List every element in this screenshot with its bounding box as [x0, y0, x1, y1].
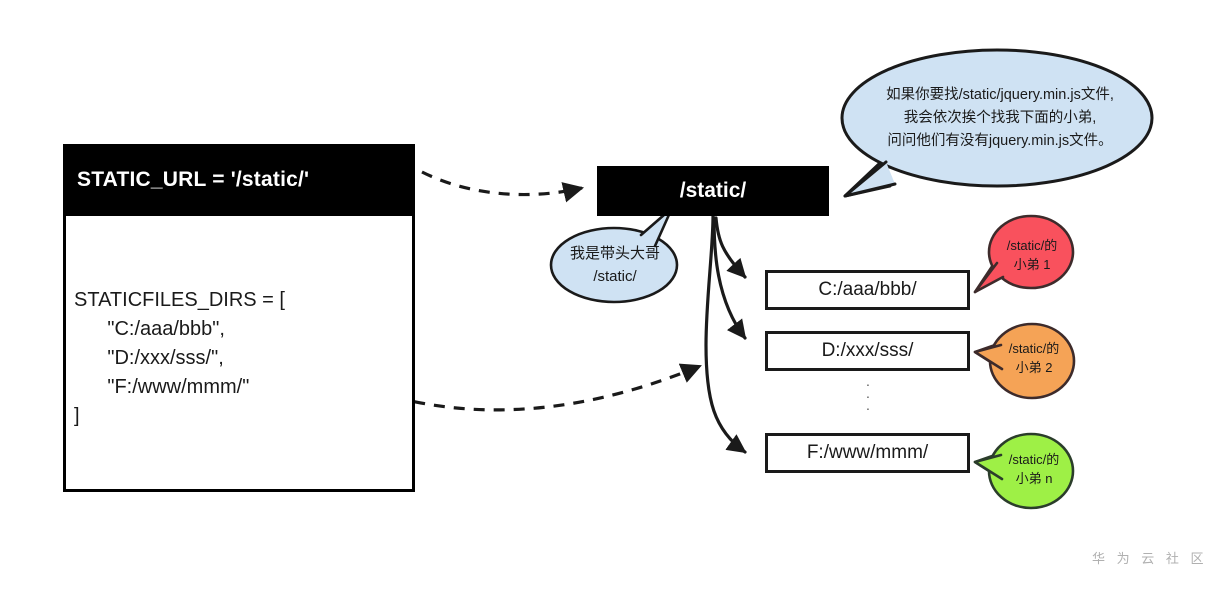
bubble-main-shape — [840, 48, 1154, 198]
static-node: /static/ — [597, 166, 829, 216]
path-box-f: F:/www/mmm/ — [765, 433, 970, 473]
static-url-label: STATIC_URL = '/static/' — [77, 168, 310, 191]
static-url-header: STATIC_URL = '/static/' — [63, 144, 415, 216]
path-box-c: C:/aaa/bbb/ — [765, 270, 970, 310]
path-box-label: C:/aaa/bbb/ — [818, 279, 917, 300]
path-box-d: D:/xxx/sss/ — [765, 331, 970, 371]
bubble-minion-2-shape — [973, 322, 1076, 400]
static-node-label: /static/ — [679, 179, 747, 202]
ellipsis-dot: · — [865, 376, 871, 392]
watermark: 华 为 云 社 区 — [1092, 551, 1206, 566]
connector-fanout — [704, 214, 747, 454]
bubble-boss-shape — [549, 206, 679, 304]
ellipsis-dot: · — [865, 400, 871, 416]
connector-static-url-dashed — [421, 170, 585, 203]
ellipsis-dot: · — [865, 388, 871, 404]
vertical-ellipsis: · · · — [858, 376, 878, 416]
staticfiles-dirs-code: STATICFILES_DIRS = [ "C:/aaa/bbb", "D:/x… — [74, 289, 285, 427]
path-box-label: D:/xxx/sss/ — [821, 340, 914, 361]
bubble-minion-3-shape — [973, 432, 1075, 510]
path-box-label: F:/www/mmm/ — [806, 442, 929, 463]
bubble-minion-1-shape — [973, 214, 1075, 294]
